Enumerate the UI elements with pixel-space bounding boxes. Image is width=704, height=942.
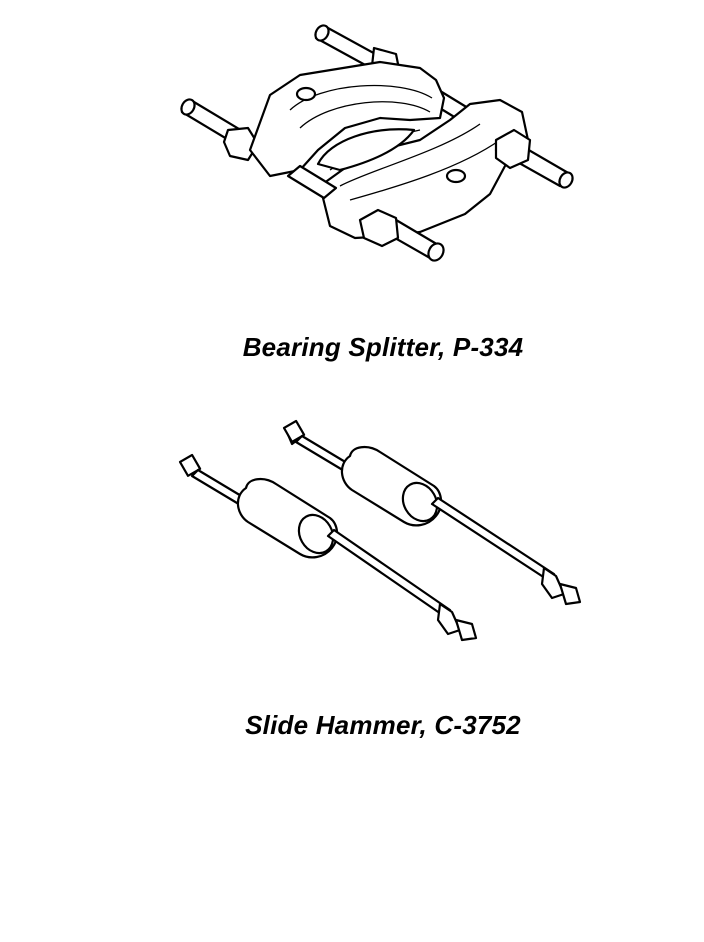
bolt-bottom [358,208,445,262]
slide-hammer-caption: Slide Hammer, C-3752 [245,710,521,740]
bearing-splitter-caption: Bearing Splitter, P-334 [242,332,524,362]
bearing-splitter-illustration [180,24,574,262]
splitter-body [248,60,530,240]
bolt-right [494,128,574,189]
slide-hammer-front [178,453,478,642]
bolt-center-left [286,164,338,200]
bolt-front-left [180,98,260,162]
slide-hammer-back [282,419,582,606]
